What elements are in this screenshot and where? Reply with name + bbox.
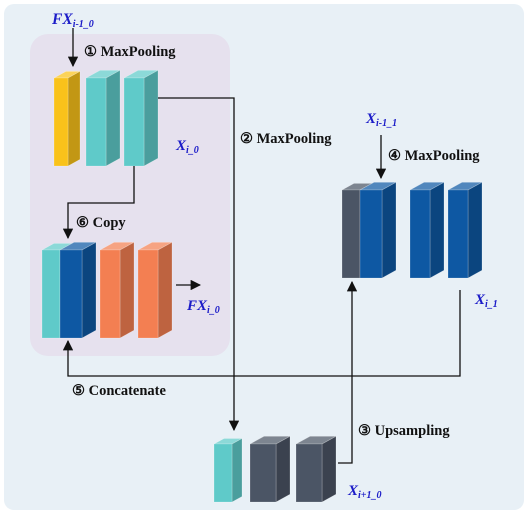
- step-2-maxpooling: ② MaxPooling: [240, 131, 332, 147]
- block-slate-upsampled-front: [341, 189, 361, 279]
- block-orange-1-front: [99, 249, 121, 339]
- arrow-maxpooling-2: [158, 97, 240, 432]
- block-navy-1-side: [381, 181, 397, 279]
- block-navy-concat: [59, 241, 97, 339]
- arrow-copy: [62, 166, 135, 240]
- block-slate-1-front: [249, 443, 277, 503]
- block-navy-1: [359, 181, 397, 279]
- block-navy-2-side: [429, 181, 445, 279]
- connectors: [62, 28, 461, 464]
- block-navy-concat-side: [81, 241, 97, 339]
- step-4-maxpooling: ④ MaxPooling: [388, 148, 480, 164]
- block-navy-1-front: [359, 189, 383, 279]
- label-fx-i-0: FXi_0: [186, 298, 220, 316]
- block-navy-3-side: [467, 181, 483, 279]
- block-orange-1: [99, 241, 135, 339]
- block-teal-bottom: [213, 437, 243, 503]
- block-yellow-input: [53, 70, 81, 167]
- block-yellow-input-side: [67, 70, 81, 167]
- label-x-i-1: Xi_1: [474, 292, 498, 310]
- step-1-maxpooling: ① MaxPooling: [84, 44, 176, 60]
- block-teal-bottom-side: [231, 437, 243, 503]
- block-yellow-input-front: [53, 77, 69, 167]
- block-slate-2-front: [295, 443, 323, 503]
- arrow-upsampling: [338, 280, 358, 464]
- block-teal-1-side: [105, 69, 121, 167]
- label-x-i-0: Xi_0: [175, 138, 199, 156]
- block-navy-2: [409, 181, 445, 279]
- block-navy-2-front: [409, 189, 431, 279]
- feature-blocks: [41, 69, 483, 503]
- block-slate-1: [249, 435, 291, 503]
- block-teal-2-side: [143, 69, 159, 167]
- block-teal-1: [85, 69, 121, 167]
- block-teal-2: [123, 69, 159, 167]
- arrow-concatenate: [62, 290, 461, 377]
- block-orange-2: [137, 241, 173, 339]
- block-navy-3-front: [447, 189, 469, 279]
- step-5-concatenate: ⑤ Concatenate: [72, 383, 167, 399]
- block-navy-concat-front: [59, 249, 83, 339]
- label-fx-i-1-0: FXi-1_0: [51, 11, 94, 30]
- block-slate-1-side: [275, 435, 291, 503]
- step-6-copy: ⑥ Copy: [76, 215, 126, 231]
- label-x-i-plus-1-0: Xi+1_0: [347, 483, 382, 501]
- block-orange-1-side: [119, 241, 135, 339]
- label-x-i-1-1: Xi-1_1: [365, 111, 397, 129]
- block-navy-3: [447, 181, 483, 279]
- block-teal-copied-front: [41, 249, 61, 339]
- block-teal-1-front: [85, 77, 107, 167]
- block-orange-2-side: [157, 241, 173, 339]
- block-orange-2-front: [137, 249, 159, 339]
- block-teal-2-front: [123, 77, 145, 167]
- block-slate-2: [295, 435, 337, 503]
- block-slate-2-side: [321, 435, 337, 503]
- step-3-upsampling: ③ Upsampling: [358, 423, 450, 439]
- block-teal-bottom-front: [213, 443, 233, 503]
